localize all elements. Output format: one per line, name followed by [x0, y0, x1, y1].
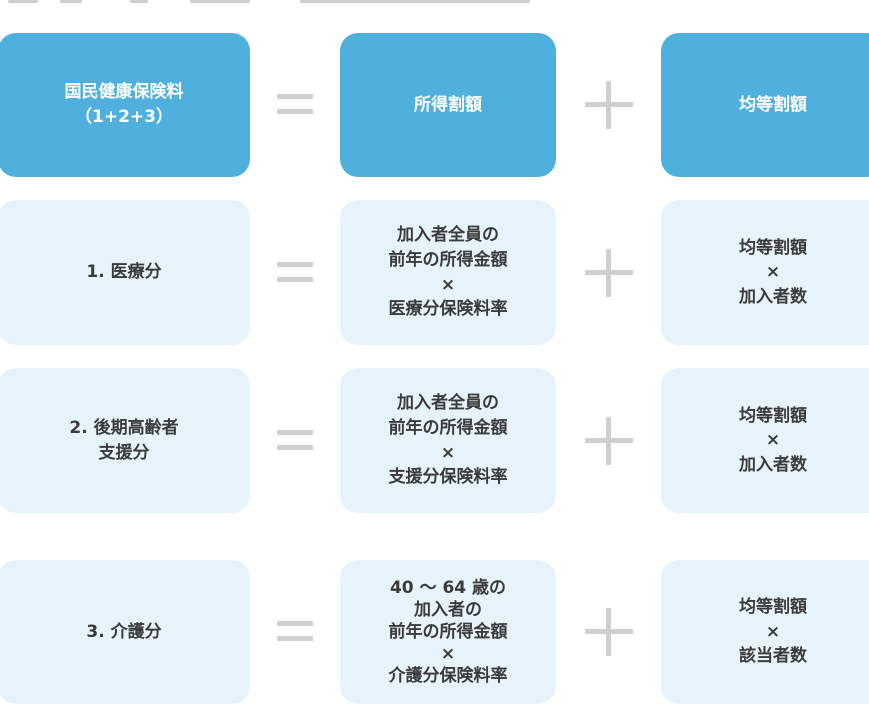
row-1-income-line: 前年の所得金額	[388, 249, 508, 270]
row-3-income-line: 加入者の	[414, 599, 482, 620]
row-2-per-capita-line: ×	[765, 430, 781, 451]
row-1-income-box: 加入者全員の 前年の所得金額 × 医療分保険料率	[340, 200, 556, 345]
row-3-per-capita-line: 該当者数	[739, 646, 807, 667]
row-3-label: 3. 介護分	[86, 621, 162, 642]
row-2-label: 2. 後期高齢者	[69, 417, 179, 438]
per-capita-header-label: 均等割額	[739, 94, 807, 115]
row-2-income-box: 加入者全員の 前年の所得金額 × 支援分保険料率	[340, 368, 556, 513]
row-3-income-line: ×	[440, 644, 456, 665]
row-3-label-box: 3. 介護分	[0, 560, 250, 704]
total-premium-formula: （1+2+3）	[75, 107, 173, 127]
income-based-header-label: 所得割額	[414, 94, 482, 115]
row-1-income-line: ×	[440, 274, 456, 295]
row-3-income-box: 40 ～ 64 歳の 加入者の 前年の所得金額 × 介護分保険料率	[340, 560, 556, 704]
total-premium-box: 国民健康保険料 （1+2+3）	[0, 33, 250, 177]
top-edge-fragment	[0, 0, 869, 6]
row-2-label-box: 2. 後期高齢者 支援分	[0, 368, 250, 513]
row-1-per-capita-box: 均等割額 × 加入者数	[661, 200, 869, 345]
row-2-income-line: 前年の所得金額	[388, 417, 508, 438]
equals-sign	[277, 94, 313, 116]
row-3-per-capita-box: 均等割額 × 該当者数	[661, 560, 869, 704]
total-premium-title: 国民健康保険料	[64, 82, 184, 103]
equals-sign	[277, 262, 313, 284]
row-3-income-line: 介護分保険料率	[388, 666, 508, 687]
row-2-per-capita-line: 均等割額	[739, 405, 807, 426]
row-1-label: 1. 医療分	[86, 262, 162, 283]
income-based-header-box: 所得割額	[340, 33, 556, 177]
equals-sign	[277, 430, 313, 452]
row-1-per-capita-line: ×	[765, 262, 781, 283]
row-1-label-box: 1. 医療分	[0, 200, 250, 345]
row-3-income-line: 40 ～ 64 歳の	[389, 577, 507, 598]
row-2-income-line: ×	[440, 442, 456, 463]
plus-sign	[585, 417, 633, 465]
row-1-per-capita-line: 加入者数	[739, 286, 807, 307]
row-2-per-capita-box: 均等割額 × 加入者数	[661, 368, 869, 513]
plus-sign	[585, 249, 633, 297]
per-capita-header-box: 均等割額	[661, 33, 869, 177]
row-1-per-capita-line: 均等割額	[739, 237, 807, 258]
equals-sign	[277, 621, 313, 643]
row-2-income-line: 支援分保険料率	[388, 467, 508, 488]
row-2-label: 支援分	[98, 442, 150, 463]
row-2-per-capita-line: 加入者数	[739, 454, 807, 475]
row-3-income-line: 前年の所得金額	[388, 621, 508, 642]
row-3-per-capita-line: ×	[765, 621, 781, 642]
row-1-income-line: 医療分保険料率	[388, 299, 508, 320]
row-3-per-capita-line: 均等割額	[739, 597, 807, 618]
row-1-income-line: 加入者全員の	[397, 225, 499, 246]
plus-sign	[585, 608, 633, 656]
plus-sign	[585, 81, 633, 129]
row-2-income-line: 加入者全員の	[397, 393, 499, 414]
